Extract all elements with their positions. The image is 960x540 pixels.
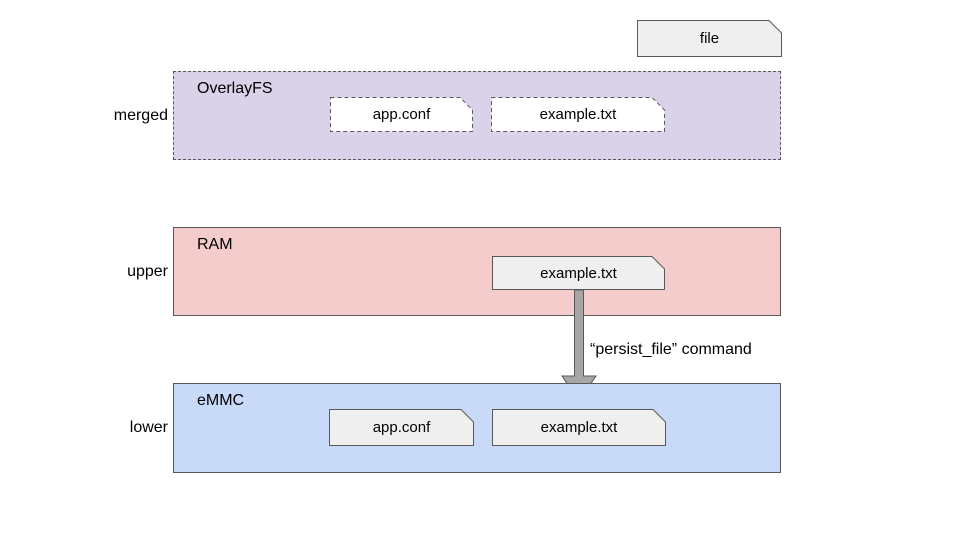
layer-merged-title: OverlayFS [197,80,273,97]
persist-command-label: “persist_file” command [590,341,752,358]
legend-file-shape: file [637,20,782,57]
file-label: example.txt [539,106,617,123]
layer-merged-box: OverlayFS [173,71,781,160]
file-label: app.conf [372,106,431,123]
layer-upper-title: RAM [197,236,233,253]
lower-file-example-txt: example.txt [492,409,666,446]
layer-lower-title: eMMC [197,392,245,409]
lower-file-app-conf: app.conf [329,409,474,446]
file-label: example.txt [540,264,617,282]
layer-lower-box: eMMC [173,383,781,473]
side-label-upper: upper [127,262,168,280]
merged-file-app-conf: app.conf [330,97,473,132]
legend-file-label: file [699,30,720,47]
upper-file-example-txt: example.txt [492,256,665,290]
file-label: app.conf [372,419,431,436]
layer-upper-box: RAM [173,227,781,316]
file-label: example.txt [540,419,618,436]
side-label-lower: lower [129,419,168,436]
merged-file-example-txt: example.txt [491,97,665,132]
side-label-merged: merged [113,106,168,124]
